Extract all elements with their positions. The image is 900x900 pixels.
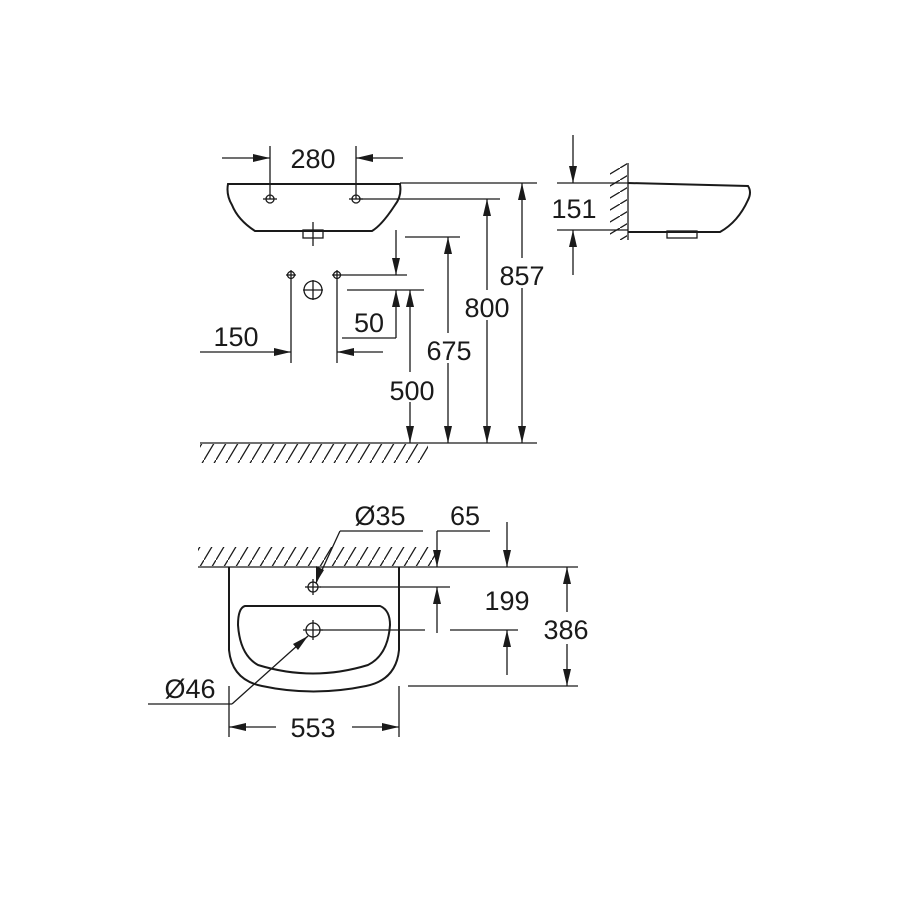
dim-857-label: 857: [499, 261, 544, 291]
front-view: 280 150 50 500 675: [200, 144, 552, 463]
dim-500-label: 500: [389, 376, 434, 406]
basin-top-outline: [228, 567, 400, 693]
dim-199-label: 199: [484, 586, 529, 616]
basin-side-outline: [627, 182, 751, 233]
dim-675-label: 675: [426, 336, 471, 366]
top-view: Ø35 65 199 386 Ø46: [148, 501, 597, 743]
dim-150-label: 150: [213, 322, 258, 352]
floor-hatch: [200, 444, 428, 463]
dim-65-label: 65: [450, 501, 480, 531]
basin-front-outline: [226, 183, 402, 232]
side-view: 151: [551, 135, 751, 275]
dim-tap-hole-diameter-label: Ø35: [354, 501, 405, 531]
dim-553-label: 553: [290, 713, 335, 743]
dim-800-label: 800: [464, 293, 509, 323]
dim-280-label: 280: [290, 144, 335, 174]
waste-point: [303, 280, 323, 300]
dim-386-label: 386: [543, 615, 588, 645]
supply-point-left: [286, 270, 296, 363]
dim-drain-diameter-label: Ø46: [164, 674, 215, 704]
basin-bowl-outline: [236, 605, 392, 675]
supply-point-right: [332, 270, 342, 363]
dim-151-label: 151: [551, 194, 596, 224]
wall-hatch: [610, 163, 627, 240]
dim-50-label: 50: [354, 308, 384, 338]
tap-hole: [305, 579, 321, 595]
wall-hatch-top: [198, 547, 437, 566]
